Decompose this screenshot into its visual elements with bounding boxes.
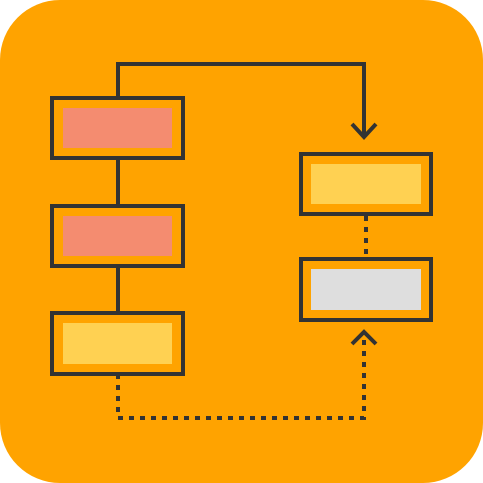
left-box-middle — [63, 216, 172, 256]
left-box-bottom — [63, 323, 172, 364]
right-box-bottom — [311, 269, 421, 310]
right-box-top — [311, 164, 421, 204]
arrow-head-down-icon — [350, 122, 378, 140]
solid-arrow-connector — [116, 62, 366, 136]
dotted-arrow-connector — [116, 336, 366, 420]
left-box-top — [63, 108, 172, 148]
arrow-head-up-icon — [350, 329, 378, 346]
